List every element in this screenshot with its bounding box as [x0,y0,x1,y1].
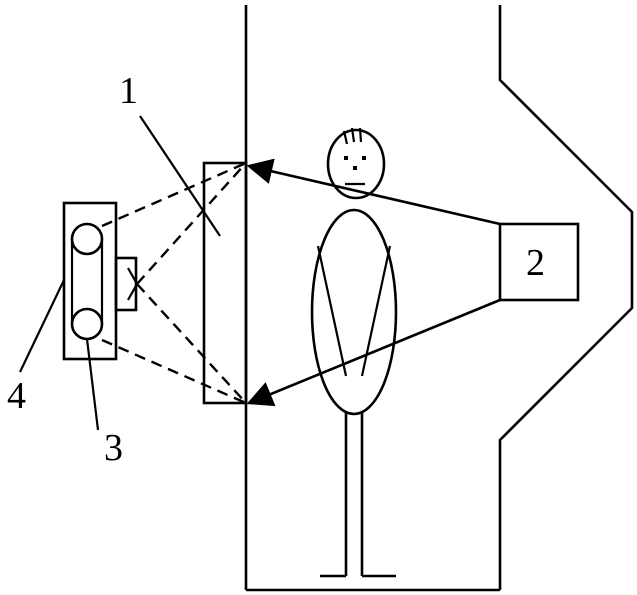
upper-dashed-path [101,161,247,228]
booth-right-wall [498,5,634,590]
upper-beam-arrow [246,158,501,226]
right-arm [360,245,392,377]
source-box-2 [498,222,580,302]
leader-lines [19,115,221,431]
lower-dashed-path [101,338,247,405]
hair-strand-2 [350,127,356,143]
camera-lens-housing [114,256,138,312]
lower-roller [70,307,104,341]
person-head [326,128,386,200]
nose [353,166,357,170]
label-1: 1 [119,70,138,112]
leader-line-1 [139,115,221,237]
label-4: 4 [7,375,26,417]
left-arm [316,245,348,377]
lower-beam-arrow [246,298,501,407]
right-eye [362,156,366,160]
person-figure [310,127,398,578]
upper-roller [70,222,104,256]
label-2: 2 [526,242,545,284]
optical-paths [101,161,247,405]
panel-1 [202,161,248,405]
person-body [310,208,398,416]
hair-strand-1 [342,130,349,145]
lens-lower-dashed [136,283,247,404]
source-assembly [246,158,580,407]
label-3: 3 [104,427,123,469]
hair-strand-3 [358,127,363,143]
left-eye [344,156,348,160]
camera-assembly [62,201,139,361]
booth-walls [244,5,634,592]
lens-upper-dashed [136,162,247,285]
leader-line-3 [85,338,100,431]
leader-line-4 [19,279,65,373]
